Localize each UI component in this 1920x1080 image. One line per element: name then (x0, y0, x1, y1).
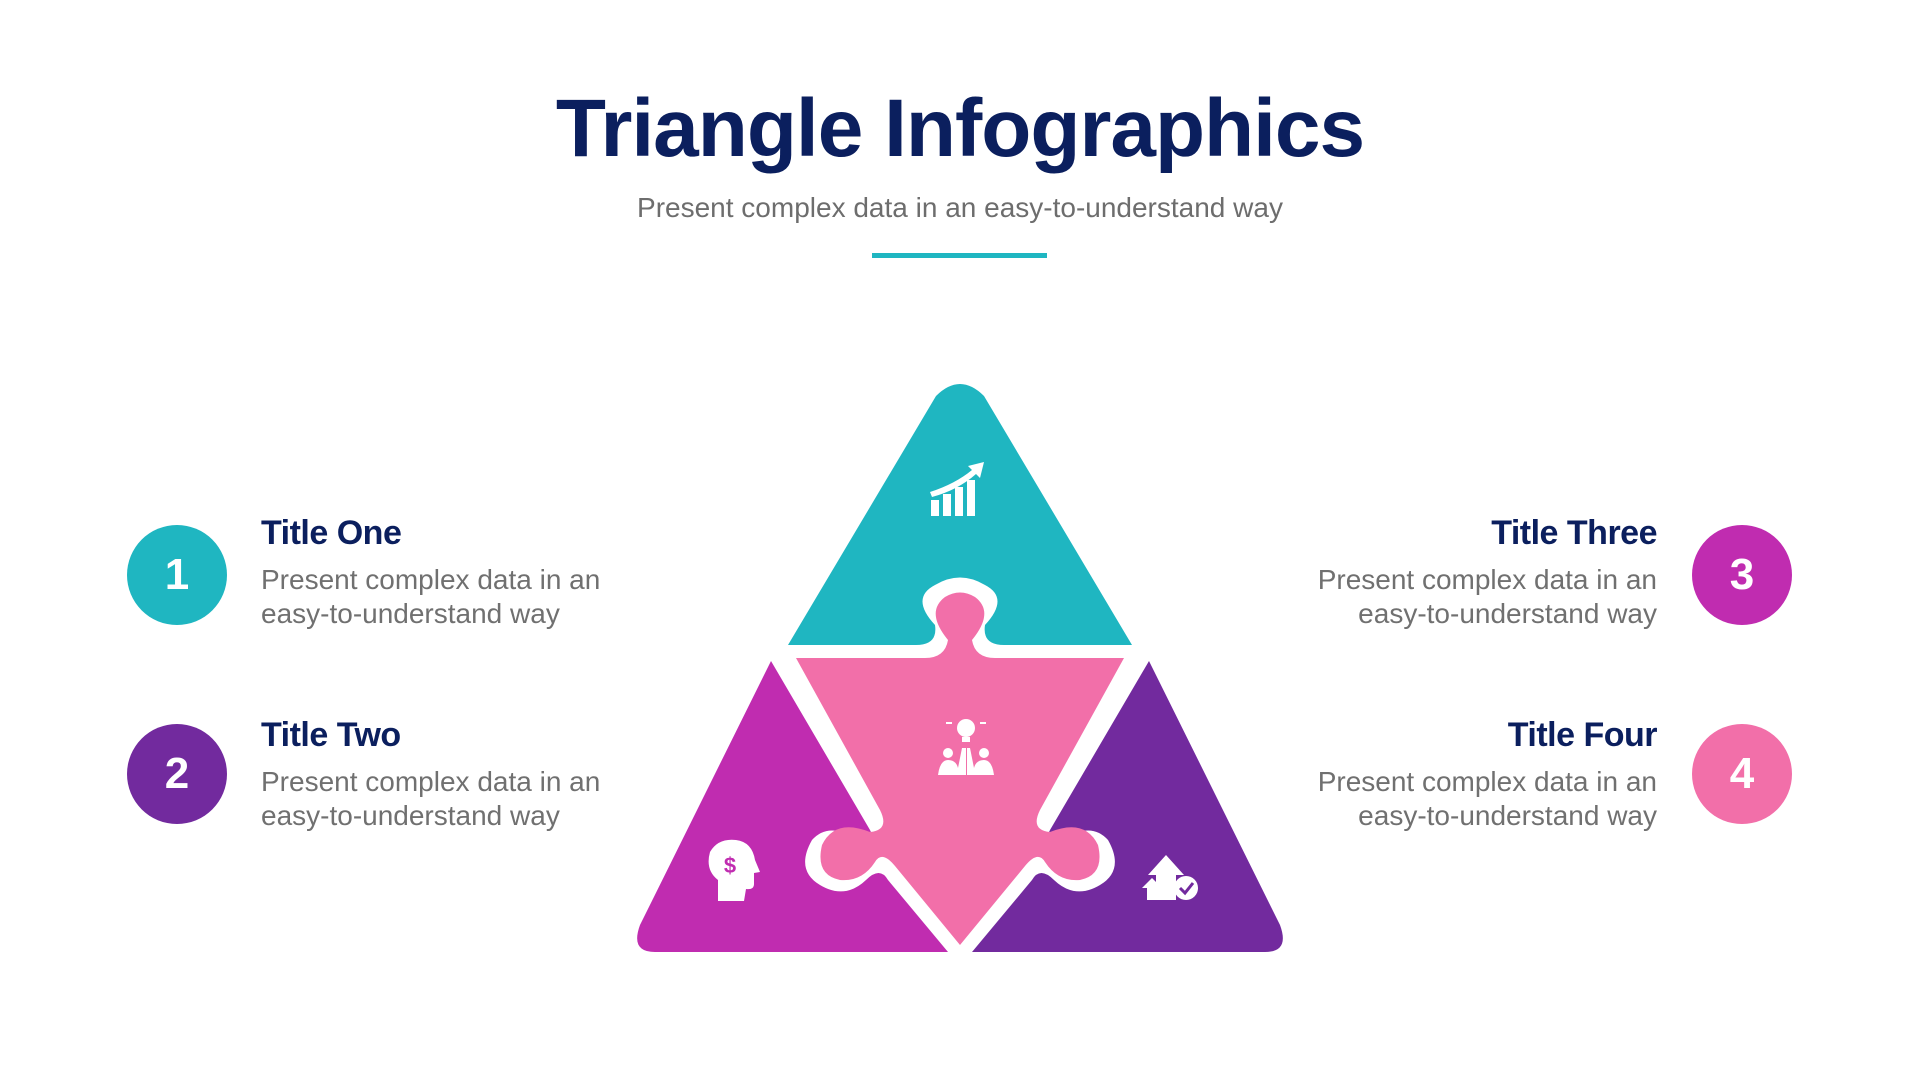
growth-chart-icon (930, 462, 984, 516)
item-title: Title Three (1491, 514, 1657, 552)
money-mind-icon: $ (708, 839, 760, 901)
puzzle-piece-bottom-right (972, 661, 1283, 952)
number-badge-4: 4 (1692, 724, 1792, 824)
description-line: easy-to-understand way (1358, 598, 1657, 629)
svg-text:$: $ (724, 853, 736, 878)
description-line: Present complex data in an (1317, 564, 1657, 595)
description-line: Present complex data in an (261, 564, 601, 595)
description-line: easy-to-understand way (261, 800, 560, 831)
idea-team-icon (938, 719, 994, 775)
growth-check-icon (1142, 855, 1198, 900)
description-line: Present complex data in an (1317, 766, 1657, 797)
puzzle-piece-bottom-left (637, 661, 948, 952)
item-title: Title Two (261, 716, 401, 754)
description-line: easy-to-understand way (261, 598, 560, 629)
description-line: easy-to-understand way (1358, 800, 1657, 831)
item-title: Title One (261, 514, 402, 552)
title-underline (872, 253, 1047, 258)
number-badge-2: 2 (127, 724, 227, 824)
description-line: Present complex data in an (261, 766, 601, 797)
page-title: Triangle Infographics (555, 83, 1365, 174)
page-subtitle: Present complex data in an easy-to-under… (637, 192, 1283, 223)
number-badge-1: 1 (127, 525, 227, 625)
item-title: Title Four (1507, 716, 1658, 754)
number-badge-3: 3 (1692, 525, 1792, 625)
